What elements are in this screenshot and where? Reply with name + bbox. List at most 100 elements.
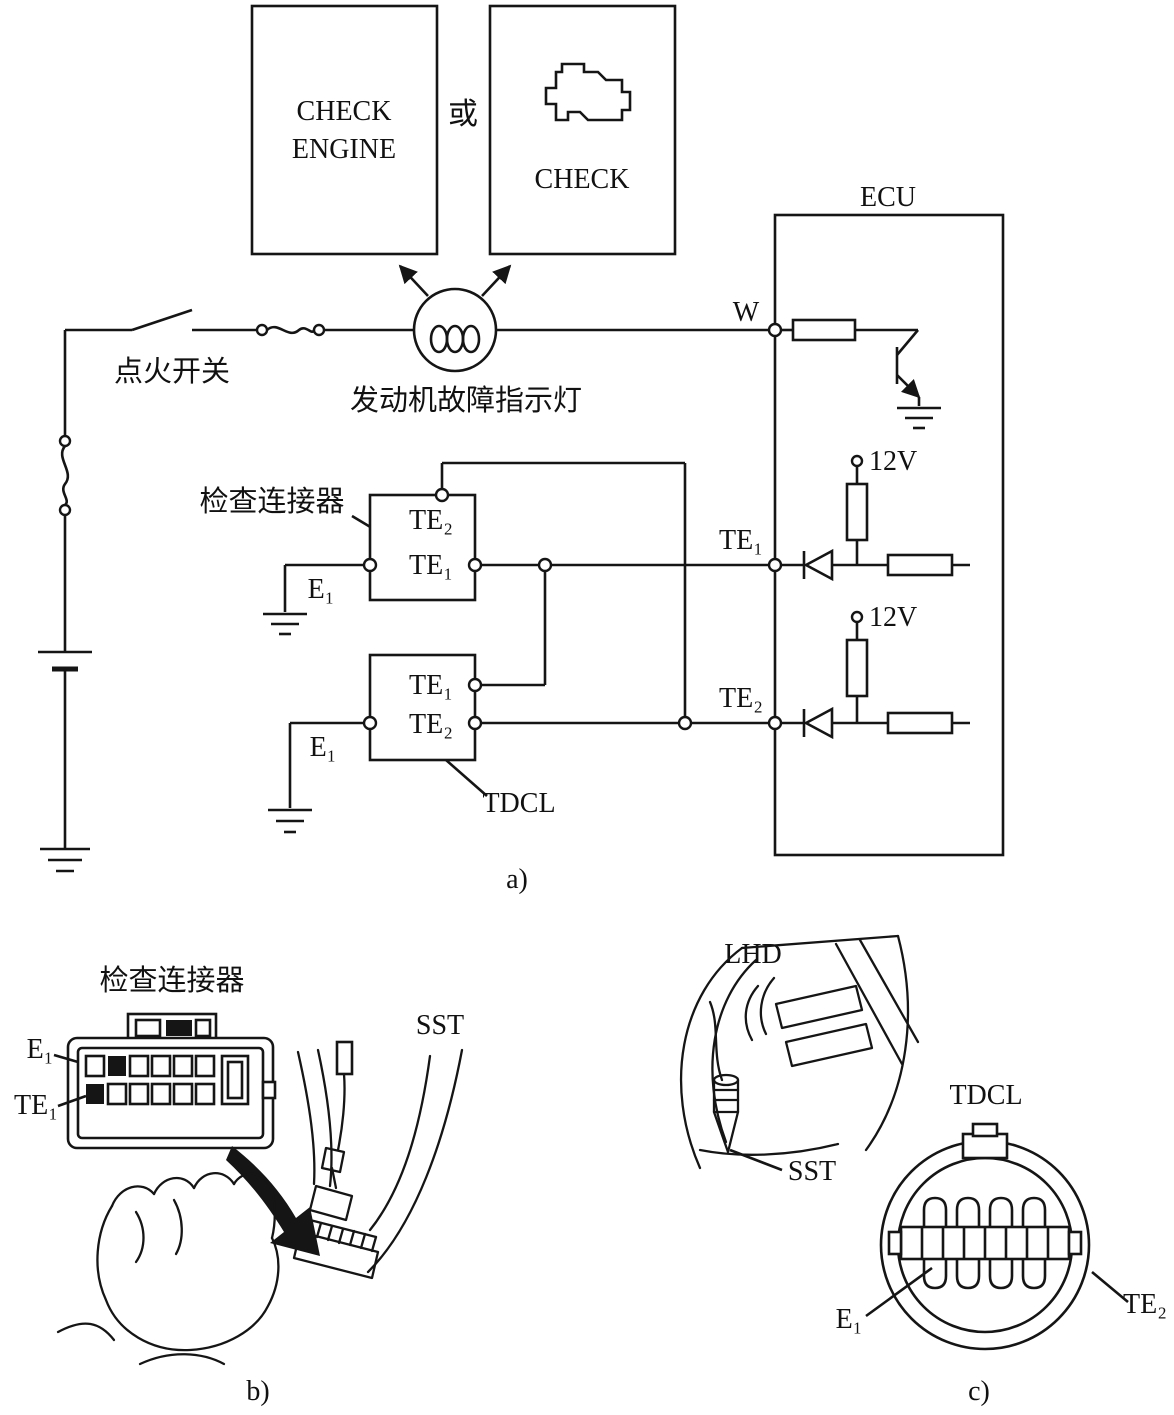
tdcl-e1: E₁ [310, 732, 337, 763]
ecu-te2-label: TE₂ [719, 683, 763, 714]
label-pointer [53, 1053, 79, 1064]
label-pointer [865, 1266, 933, 1318]
latch-detail [134, 1018, 162, 1038]
dash-stroke [698, 1142, 840, 1156]
hand-finger [152, 1176, 196, 1196]
ecu-box [773, 213, 1005, 857]
pin [172, 1082, 194, 1106]
check-connector-te1: TE₁ [409, 550, 453, 581]
sst-cable [316, 1048, 333, 1188]
comb-tooth [370, 1235, 378, 1253]
check-connector-te2: TE₂ [409, 505, 453, 536]
connector-squiggle [60, 445, 70, 506]
tdcl-box-label: TDCL [482, 788, 555, 819]
pin [106, 1082, 128, 1106]
pin-loop-top [955, 1196, 981, 1227]
pin-loop-top [922, 1196, 948, 1227]
v12-top-label: 12V [869, 446, 917, 477]
tdcl-label-c: TDCL [949, 1080, 1022, 1111]
dash-stroke [679, 946, 744, 1170]
wrist-line [56, 1322, 116, 1342]
pin [172, 1054, 194, 1078]
junction-node [677, 715, 693, 731]
ecu-w-terminal [767, 322, 783, 338]
label-pointer [729, 1148, 783, 1172]
sst-plug-neck [330, 1166, 338, 1190]
ecu-title: ECU [860, 182, 916, 213]
dash-vent [784, 1022, 874, 1068]
sst-plug-top [320, 1146, 346, 1174]
panel-b: 检查连接器 E₁ TE₁ SST [14, 964, 464, 1407]
comb-tooth [326, 1224, 334, 1242]
check-engine-label-line2: ENGINE [292, 134, 396, 165]
ecu-te1-terminal [767, 557, 783, 573]
arrow-to-check-engine [398, 264, 429, 297]
pin-loop-top [988, 1196, 1014, 1227]
pin [150, 1082, 172, 1106]
pin-loop-top [1021, 1196, 1047, 1227]
sst-plug-body [308, 1184, 354, 1222]
check-label: CHECK [535, 164, 630, 195]
comb-tooth [359, 1232, 367, 1250]
tdcl-top-tab-small [971, 1122, 999, 1138]
arrow-to-check [481, 264, 512, 297]
connector-terminal [362, 557, 378, 573]
pin [84, 1054, 106, 1078]
comb-tooth [337, 1227, 345, 1245]
lamp-coil [461, 324, 481, 354]
comb-tooth [348, 1229, 356, 1247]
hand-finger [192, 1172, 236, 1190]
comb-tooth [315, 1221, 323, 1239]
panel-b-caption: b) [246, 1376, 269, 1407]
dash-hook [759, 976, 776, 1036]
label-pointer [57, 1094, 87, 1108]
resistor [845, 638, 869, 698]
dash-vent [774, 984, 864, 1030]
housing-side-tab [261, 1080, 277, 1100]
resistor [845, 482, 869, 542]
pin [128, 1082, 150, 1106]
resistor [791, 318, 857, 342]
ecu-w-label: W [733, 297, 760, 328]
pin [128, 1054, 150, 1078]
mil-label: 发动机故障指示灯 [350, 384, 582, 417]
pin-loop-bottom [988, 1259, 1014, 1290]
connector-squiggle [266, 325, 316, 335]
supply-terminal [850, 610, 864, 624]
ignition-switch-label: 点火开关 [114, 355, 230, 388]
dash-diagonal [834, 942, 904, 1066]
connector-terminal [467, 557, 483, 573]
pin-loop-bottom [955, 1259, 981, 1290]
ignition-switch-blade [131, 308, 193, 332]
check-connector-box [368, 493, 477, 602]
pin [150, 1054, 172, 1078]
dash-stroke [864, 934, 910, 1152]
e1-label-c: E₁ [836, 1304, 863, 1335]
dash-hook [744, 984, 760, 1042]
resistor [886, 711, 954, 735]
wrist-line [138, 1353, 226, 1366]
pin-loop-bottom [1021, 1259, 1047, 1290]
check-connector-e1: E₁ [308, 574, 335, 605]
check-engine-lamp-box [250, 4, 439, 256]
connector-terminal [58, 503, 72, 517]
comb-rail [308, 1218, 378, 1239]
pin [194, 1082, 216, 1106]
tdcl-box [368, 653, 477, 762]
sst-label-b: SST [416, 1010, 464, 1041]
panel-c-caption: c) [968, 1376, 990, 1407]
connector-terminal [434, 487, 450, 503]
ecu-te2-terminal [767, 715, 783, 731]
supply-terminal [850, 454, 864, 468]
check-engine-label-line1: CHECK [297, 96, 392, 127]
panel-a: CHECK ENGINE 或 CHECK 点火开关 发动机故障指示灯 [38, 4, 1005, 895]
pin-filled [86, 1084, 104, 1104]
pin-d-inner [226, 1060, 244, 1100]
sst-cable [336, 1072, 346, 1152]
connector-terminal [312, 323, 326, 337]
label-pointer [351, 514, 373, 530]
hand-palm-line [134, 1210, 145, 1264]
label-pointer [445, 759, 488, 797]
tdcl-te2: TE₂ [409, 709, 453, 740]
